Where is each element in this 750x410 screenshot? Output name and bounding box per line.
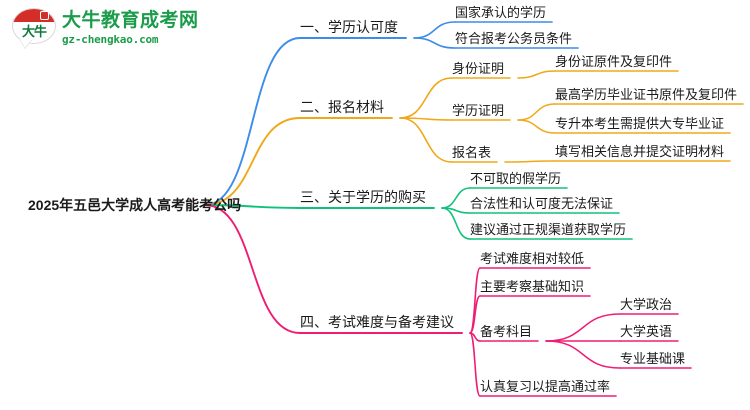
node-填写相关信息并提交证明材料[interactable]: 填写相关信息并提交证明材料: [555, 144, 725, 159]
connector-curve: [399, 117, 453, 163]
connector-curve: [517, 119, 556, 134]
mindmap-root-node: 2025年五邑大学成人高考能考公吗: [28, 197, 242, 213]
connector-curve: [469, 332, 481, 342]
logo-wordmark: 大牛教育成考网 gz-chengkao.com: [62, 11, 199, 45]
connector-curve: [504, 160, 556, 163]
node-符合报考公务员条件[interactable]: 符合报考公务员条件: [455, 31, 573, 46]
node-建议通过正规渠道获取学历[interactable]: 建议通过正规渠道获取学历: [470, 222, 627, 237]
logo-accent-dot: [40, 11, 49, 20]
connector-curve: [469, 332, 481, 397]
logo-bubble-tail: [20, 39, 32, 48]
logo-mark-icon: 大牛: [12, 8, 56, 48]
connector-curve: [441, 207, 471, 240]
connector-curve: [204, 117, 301, 206]
node-身份证原件及复印件[interactable]: 身份证原件及复印件: [555, 54, 673, 69]
node-备考科目[interactable]: 备考科目: [480, 324, 533, 339]
connector-curve: [441, 187, 471, 209]
connector-curve: [545, 340, 621, 369]
connector-curve: [441, 207, 471, 214]
node-身份证明[interactable]: 身份证明: [452, 61, 505, 76]
connector-curve: [399, 77, 453, 119]
node-报名表[interactable]: 报名表: [452, 145, 492, 160]
node-最高学历毕业证书原件及复印件[interactable]: 最高学历毕业证书原件及复印件: [555, 87, 738, 102]
logo-brand-url: gz-chengkao.com: [62, 33, 159, 46]
branch-label-3[interactable]: 三、关于学历的购买: [300, 189, 426, 205]
connector-curve: [204, 204, 301, 334]
connector-curve: [469, 295, 481, 334]
node-大学英语[interactable]: 大学英语: [620, 324, 673, 339]
node-国家承认的学历[interactable]: 国家承认的学历: [455, 5, 547, 20]
node-考试难度相对较低[interactable]: 考试难度相对较低: [480, 251, 585, 266]
node-主要考察基础知识[interactable]: 主要考察基础知识: [480, 279, 585, 294]
node-不可取的假学历[interactable]: 不可取的假学历: [470, 171, 562, 186]
node-学历证明[interactable]: 学历证明: [452, 103, 505, 118]
connector-curve: [413, 21, 456, 39]
logo-mark-text: 大牛: [21, 23, 47, 39]
connector-curve: [545, 313, 621, 342]
node-大学政治[interactable]: 大学政治: [620, 297, 673, 312]
site-logo: 大牛 大牛教育成考网 gz-chengkao.com: [12, 8, 199, 48]
connector-curve: [517, 70, 556, 79]
branch-label-1[interactable]: 一、学历认可度: [300, 19, 398, 35]
branch-label-4[interactable]: 四、考试难度与备考建议: [300, 314, 454, 330]
node-合法性和认可度无法保证[interactable]: 合法性和认可度无法保证: [470, 196, 614, 211]
node-专升本考生需提供大专毕业证[interactable]: 专升本考生需提供大专毕业证: [555, 116, 725, 131]
branch-label-2[interactable]: 二、报名材料: [300, 99, 384, 115]
node-专业基础课[interactable]: 专业基础课: [620, 351, 686, 366]
connector-curve: [413, 37, 456, 49]
connector-curve: [204, 37, 301, 206]
logo-brand-name: 大牛教育成考网: [62, 10, 199, 31]
connector-curve: [517, 103, 556, 121]
node-认真复习以提高通过率[interactable]: 认真复习以提高通过率: [480, 379, 611, 394]
connector-curve: [469, 267, 481, 334]
connector-curve: [399, 117, 453, 121]
